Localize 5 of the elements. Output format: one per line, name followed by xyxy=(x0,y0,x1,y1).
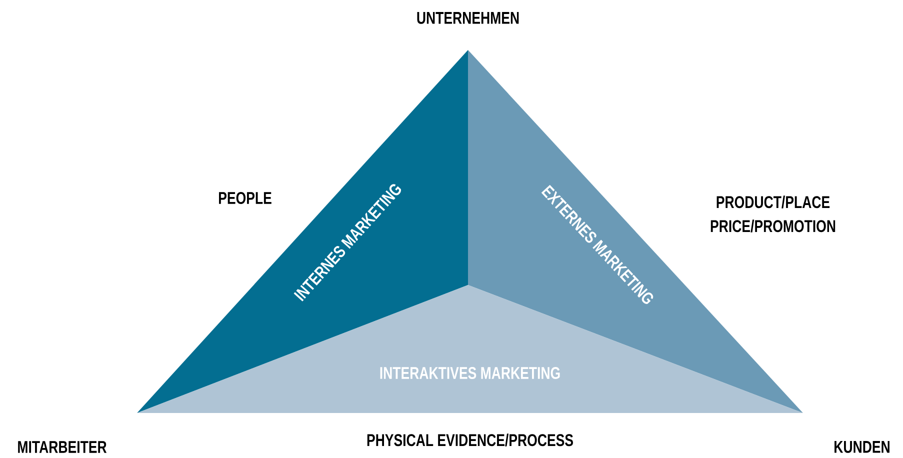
corner-label: PEOPLE xyxy=(219,192,272,204)
corner-label: UNTERNEHMEN xyxy=(417,12,519,24)
corner-label: PHYSICAL EVIDENCE/PROCESS xyxy=(367,434,573,446)
corner-label: KUNDEN xyxy=(834,441,890,453)
corner-label: MITARBEITER xyxy=(18,441,107,453)
